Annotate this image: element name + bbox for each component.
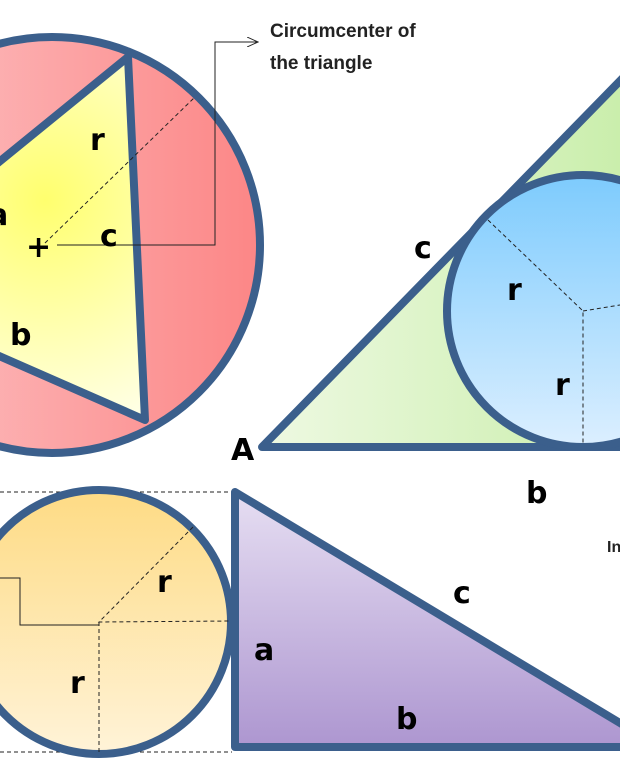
label-r: r <box>70 666 85 701</box>
label-b: b <box>396 702 417 737</box>
right-triangle-figure: r r a c b In <box>0 486 620 758</box>
annotation-line1: Circumcenter of <box>270 21 416 42</box>
label-r: r <box>157 565 172 600</box>
label-c: c <box>414 231 432 266</box>
label-a: a <box>254 633 274 668</box>
incircle <box>443 171 620 451</box>
label-r: r <box>507 273 522 308</box>
right-triangle <box>231 488 620 751</box>
label-r: r <box>555 368 570 403</box>
annotation-leader-line <box>57 42 258 246</box>
partial-caption: In <box>607 539 620 556</box>
label-c: c <box>453 576 471 611</box>
inradius-dashed-lines <box>487 219 584 445</box>
annotation-line2: the triangle <box>270 53 372 74</box>
circumscribed-triangle <box>0 53 149 424</box>
vertex-label-A: A <box>231 433 255 468</box>
incircle-figure: A c r r b <box>231 75 620 511</box>
label-c: c <box>100 219 118 254</box>
label-b: b <box>10 318 31 353</box>
leader-line <box>0 577 99 626</box>
circumcenter-marker: + <box>26 230 51 265</box>
label-b: b <box>526 476 547 511</box>
circumcircle-figure: + Circumcenter of the triangle r c a b <box>0 21 416 457</box>
label-a: a <box>0 198 8 233</box>
inradius-dashed-right <box>582 304 620 312</box>
label-r: r <box>90 123 105 158</box>
